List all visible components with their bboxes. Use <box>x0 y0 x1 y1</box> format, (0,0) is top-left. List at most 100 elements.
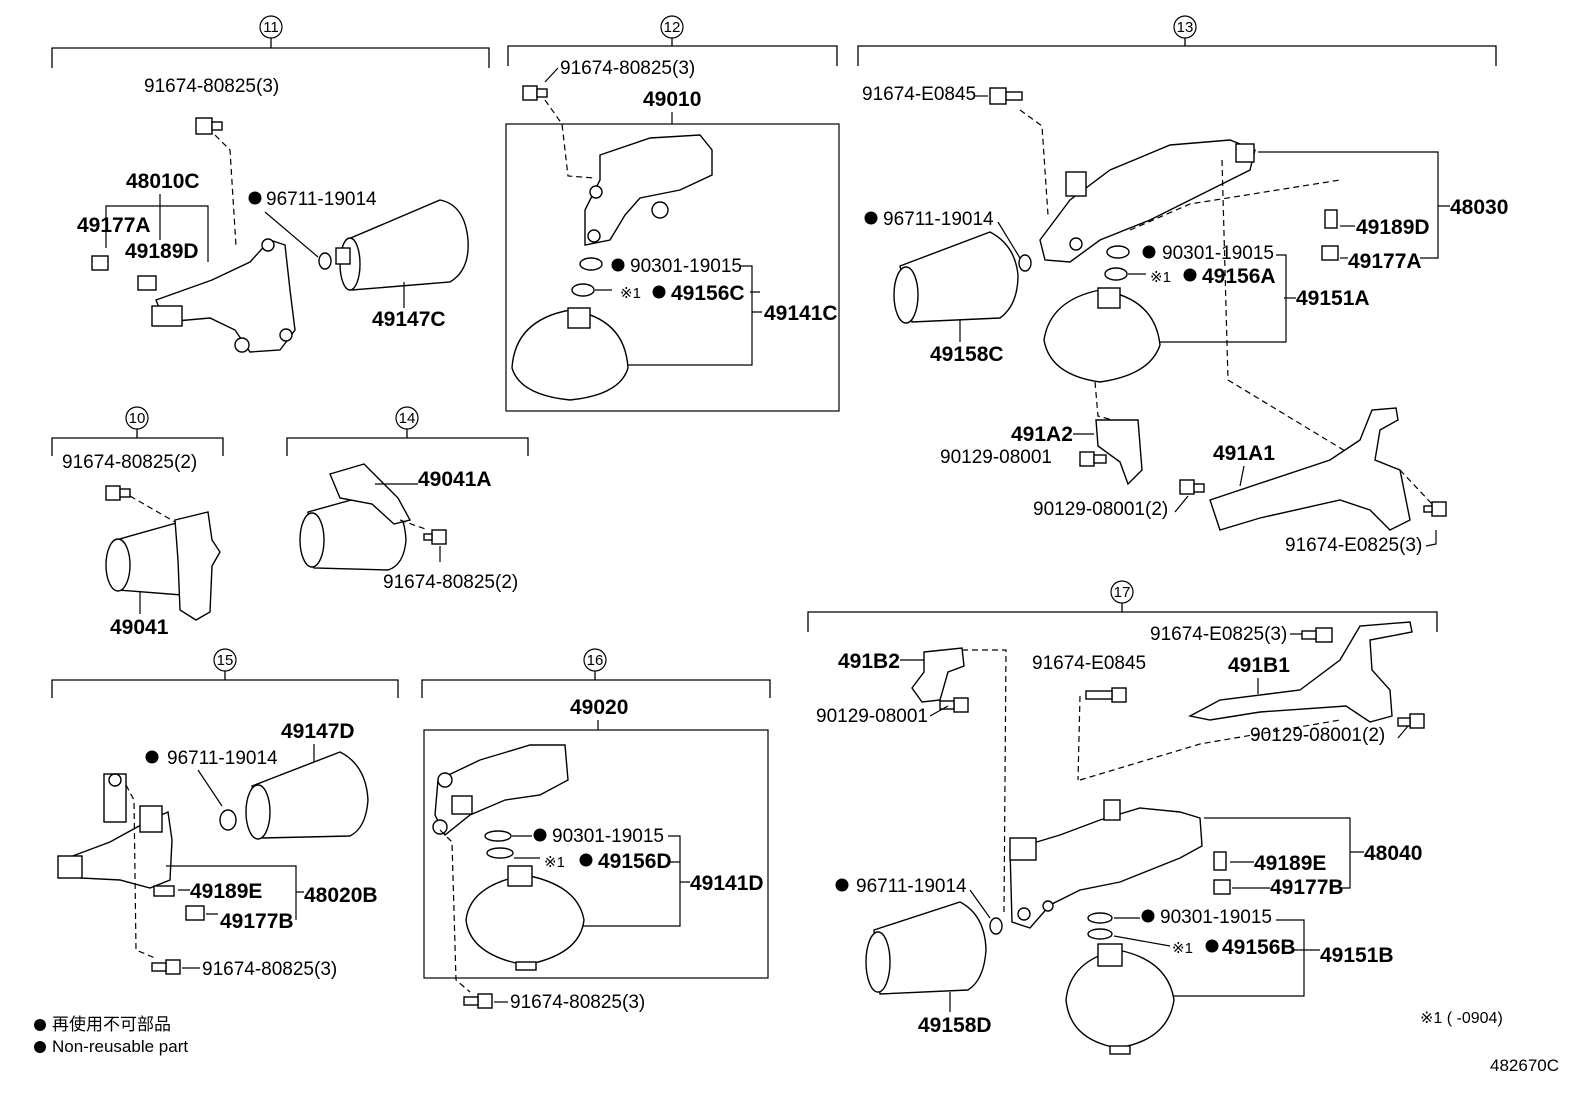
pressure-switch-icon <box>432 744 569 837</box>
footnote: ※1 ( -0904) <box>1420 1010 1503 1027</box>
label-49177A: 49177A <box>1348 250 1422 273</box>
non-reusable-dot <box>34 1019 46 1031</box>
label-91674-80825-3: 91674-80825(3) <box>510 992 645 1013</box>
label-90301-19015: 90301-19015 <box>1160 907 1272 928</box>
pressure-switch-icon <box>1009 799 1203 929</box>
filter-icon <box>893 231 1019 324</box>
label-90301-19015: 90301-19015 <box>630 256 742 277</box>
group-14-number: 14 <box>399 410 416 427</box>
figure-code: 482670C <box>1490 1056 1560 1075</box>
label-48030: 48030 <box>1450 196 1508 219</box>
label-49158C: 49158C <box>930 343 1004 366</box>
o-ring-icon <box>1087 912 1113 924</box>
o-ring-icon <box>579 257 603 271</box>
group-13-number: 13 <box>1177 19 1194 36</box>
non-reusable-dot <box>533 828 547 842</box>
legend-row-ja: 再使用不可部品 <box>34 1014 188 1036</box>
pressure-switch-icon <box>1039 139 1256 263</box>
bolt-icon <box>522 85 548 101</box>
bolt-icon <box>1079 451 1107 467</box>
bracket-icon <box>911 647 965 703</box>
group-15: 15 49147D 96711-19014 49189E 48020B 4917… <box>51 648 399 980</box>
non-reusable-dot <box>34 1041 46 1053</box>
non-reusable-dot <box>611 258 625 272</box>
accumulator-icon <box>511 307 629 401</box>
group-16-number: 16 <box>587 652 604 669</box>
label-49177B: 49177B <box>1270 876 1344 899</box>
label-48010C: 48010C <box>126 170 200 193</box>
bolt-icon <box>463 993 493 1009</box>
group-10-number: 10 <box>129 410 146 427</box>
bracket-icon <box>1095 419 1143 486</box>
label-91674-80825-2: 91674-80825(2) <box>62 452 197 473</box>
label-96711-19014: 96711-19014 <box>856 876 967 897</box>
o-ring-icon <box>318 252 332 270</box>
label-48040: 48040 <box>1364 842 1422 865</box>
bolt-icon <box>1301 627 1333 643</box>
label-49010: 49010 <box>643 88 701 111</box>
bolt-icon <box>105 485 131 501</box>
pressure-switch-icon <box>91 238 296 353</box>
label-90301-19015: 90301-19015 <box>552 826 664 847</box>
non-reusable-dot <box>1183 268 1197 282</box>
label-91674-80825-3: 91674-80825(3) <box>560 58 695 79</box>
label-49177B: 49177B <box>220 910 294 933</box>
o-ring-icon <box>1104 267 1128 281</box>
label-91674-80825-2: 91674-80825(2) <box>383 572 518 593</box>
bolt-icon <box>939 697 969 713</box>
filter-icon <box>865 901 987 995</box>
bracket-icon <box>1209 407 1411 531</box>
non-reusable-dot <box>1142 245 1156 259</box>
o-ring-icon <box>484 830 512 842</box>
accumulator-icon <box>1043 287 1161 383</box>
group-11: 11 91674-80825(3) 48010C 49177A 49189D 9… <box>51 15 490 353</box>
label-49020: 49020 <box>570 696 628 719</box>
o-ring-icon <box>219 809 237 831</box>
o-ring-icon <box>571 283 595 297</box>
label-49158D: 49158D <box>918 1014 992 1037</box>
non-reusable-dot <box>652 285 666 299</box>
group-13: 13 91674-E0845 48030 96711-19014 90301-1… <box>857 15 1508 556</box>
accumulator-icon <box>1065 943 1175 1055</box>
label-49141C: 49141C <box>764 302 838 325</box>
group-17: 17 91674-E0825(3) 491B2 91674-E0845 491B… <box>807 580 1438 1055</box>
bolt-icon <box>1085 687 1127 703</box>
label-96711-19014: 96711-19014 <box>167 748 278 769</box>
label-49141D: 49141D <box>690 872 764 895</box>
o-ring-icon <box>1106 245 1130 259</box>
group-10: 10 91674-80825(2) 49041 <box>51 406 224 639</box>
non-reusable-dot <box>864 211 878 225</box>
filter-icon <box>105 511 221 621</box>
bolt-icon <box>1397 713 1425 729</box>
label-96711-19014: 96711-19014 <box>883 209 994 230</box>
group-12-number: 12 <box>664 19 681 36</box>
non-reusable-dot <box>1141 909 1155 923</box>
o-ring-icon <box>989 917 1003 935</box>
filter-icon <box>335 199 469 291</box>
label-91674-E0825-3: 91674-E0825(3) <box>1285 535 1422 556</box>
label-49041: 49041 <box>110 616 169 639</box>
label-491B1: 491B1 <box>1228 654 1290 677</box>
non-reusable-dot <box>835 878 849 892</box>
label-49156C: 49156C <box>671 282 745 305</box>
label-90129-08001: 90129-08001 <box>816 706 928 727</box>
label-91674-E0845: 91674-E0845 <box>862 84 976 105</box>
group-14: 14 49041A 91674-80825(2) <box>286 406 529 593</box>
label-90129-08001: 90129-08001 <box>940 447 1052 468</box>
bolt-icon <box>1179 479 1205 495</box>
label-49156D: 49156D <box>598 850 672 873</box>
label-491B2: 491B2 <box>838 650 900 673</box>
group-17-number: 17 <box>1114 584 1131 601</box>
filter-icon <box>299 463 412 571</box>
switch-icon <box>153 885 205 921</box>
group-11-number: 11 <box>263 19 279 36</box>
pressure-switch-icon <box>584 134 713 246</box>
o-ring-icon <box>1018 254 1032 272</box>
legend-row-en: Non-reusable part <box>34 1036 188 1058</box>
footnote-mark: ※1 <box>620 285 641 302</box>
legend: 再使用不可部品 Non-reusable part <box>34 1014 188 1058</box>
label-49189E: 49189E <box>1254 852 1326 875</box>
non-reusable-dot <box>248 191 262 205</box>
group-12: 12 91674-80825(3) 49010 90301-19015 ※1 4… <box>505 15 840 412</box>
